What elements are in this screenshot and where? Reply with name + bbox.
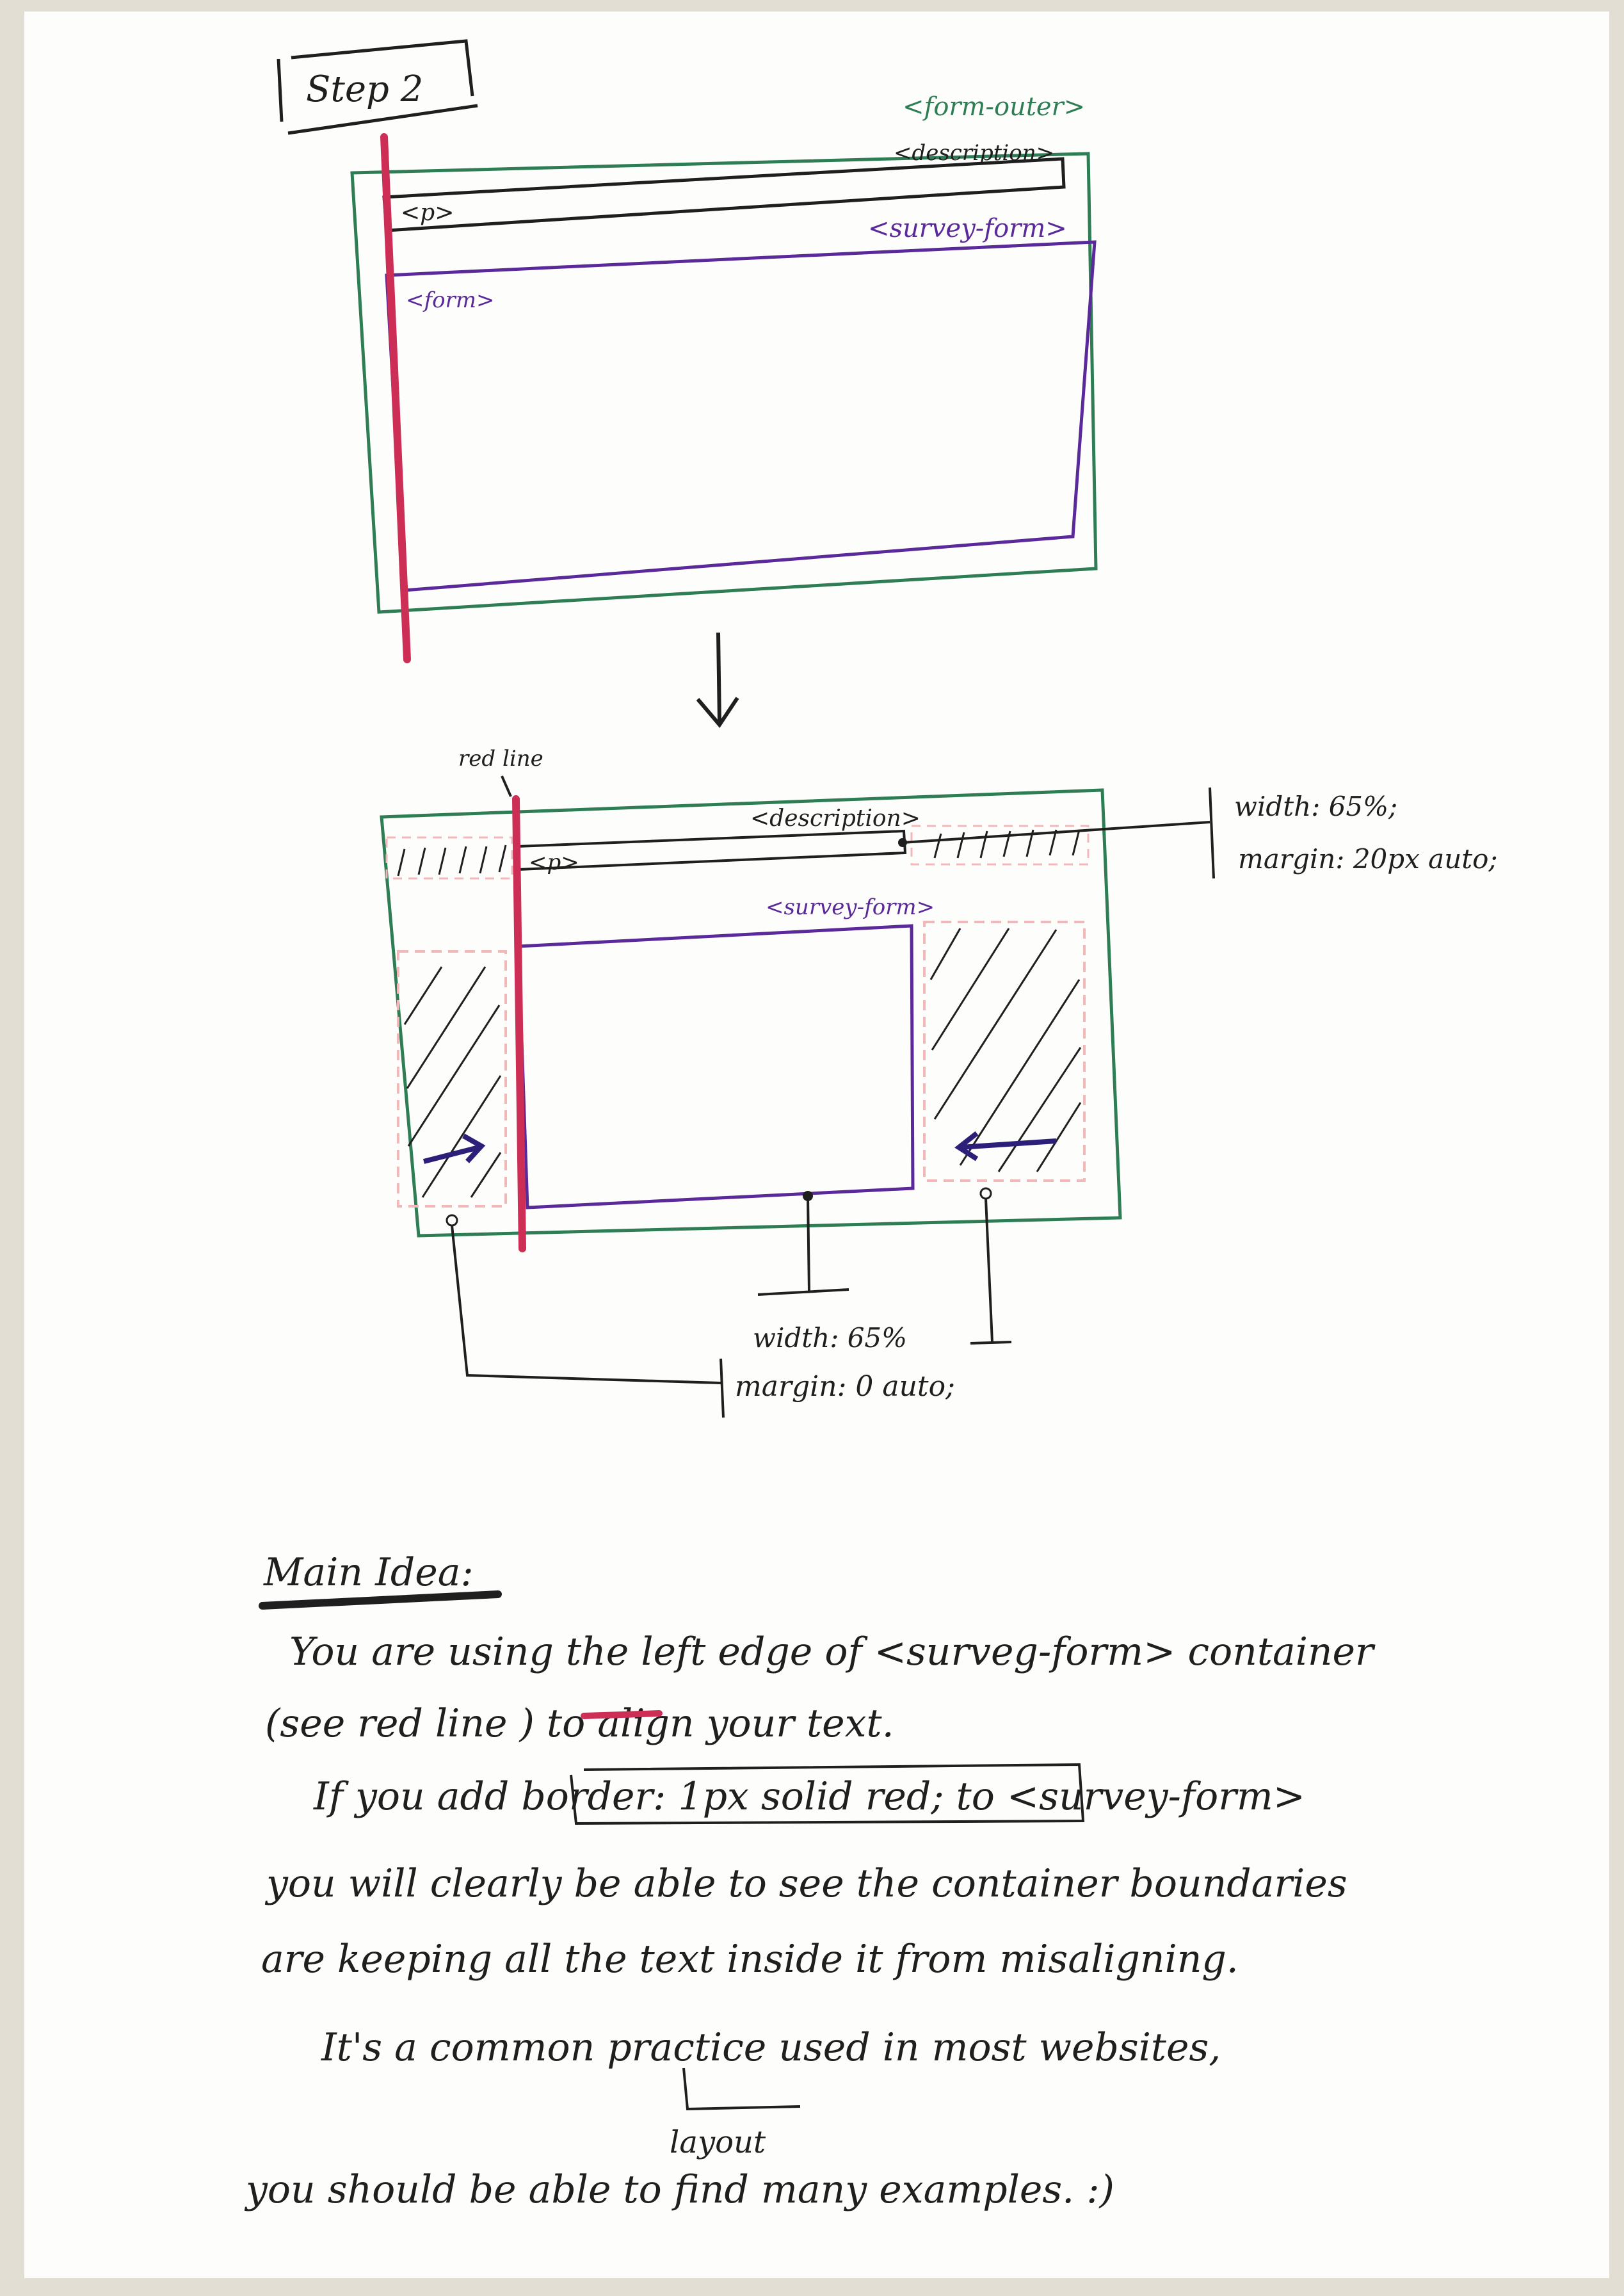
form-label: <form> — [406, 287, 495, 313]
left-arrow-icon — [960, 1138, 1057, 1150]
main-idea-heading: Main Idea: — [263, 1550, 474, 1595]
left-margin-hatch — [397, 950, 507, 1208]
main-idea-line-7: you should be able to find many examples… — [244, 2167, 1114, 2212]
right-annotation: width: 65%; margin: 20px auto; — [898, 787, 1498, 879]
red-line-swatch — [581, 1710, 663, 1719]
main-idea-line-1: You are using the left edge of <surveg-f… — [289, 1629, 1376, 1674]
p-label: <p> — [401, 200, 454, 226]
survey-form-label: <survey-form> — [868, 214, 1067, 243]
main-idea-line-6: It's a common practice used in most webs… — [321, 2025, 1221, 2070]
form-outer-box-2 — [380, 788, 1122, 1238]
main-idea-insert-word: layout — [670, 2124, 766, 2160]
main-idea-line-3: If you add border: 1px solid red; to <su… — [313, 1774, 1305, 1819]
heading-underline — [259, 1590, 502, 1610]
insertion-mark — [682, 2067, 801, 2111]
step-title-box: Step 2 — [277, 39, 478, 135]
description-label-2: <description> — [750, 805, 921, 832]
top-diagram: <form-outer> <description> <p> <survey-f… — [350, 92, 1098, 663]
down-arrow-icon — [696, 632, 739, 728]
margin-annotation-bottom: margin: 0 auto; — [735, 1370, 955, 1403]
red-line-label: red line — [458, 746, 543, 772]
description-margin-hatch — [385, 825, 1089, 880]
main-idea-line-4: you will clearly be able to see the cont… — [264, 1861, 1347, 1906]
right-arrow-icon — [423, 1145, 479, 1164]
red-alignment-line-2 — [512, 795, 526, 1252]
survey-form-label-2: <survey-form> — [766, 894, 935, 920]
survey-form-box-2 — [517, 924, 915, 1209]
bottom-diagram: red line <description> <p> <survey-form> — [380, 746, 1498, 1418]
right-margin-hatch — [923, 921, 1086, 1182]
step-title: Step 2 — [306, 69, 423, 110]
code-highlight-box — [570, 1763, 1085, 1825]
bottom-annotation: width: 65% margin: 0 auto; — [446, 1187, 1012, 1418]
main-idea-section: Main Idea: You are using the left edge o… — [244, 1550, 1376, 2212]
red-alignment-line — [380, 133, 411, 663]
p-label-2: <p> — [529, 850, 579, 875]
width-annotation-bottom: width: 65% — [753, 1322, 907, 1354]
form-outer-label: <form-outer> — [903, 92, 1085, 122]
main-idea-line-2: (see red line ) to align your text. — [265, 1701, 894, 1746]
form-outer-box — [350, 152, 1098, 614]
margin-annotation-right: margin: 20px auto; — [1238, 843, 1498, 875]
paper — [24, 12, 1609, 2278]
main-idea-line-5: are keeping all the text inside it from … — [261, 1937, 1239, 1982]
red-line-pointer — [501, 775, 512, 797]
description-label: <description> — [894, 140, 1054, 166]
width-annotation-right: width: 65%; — [1234, 791, 1397, 822]
